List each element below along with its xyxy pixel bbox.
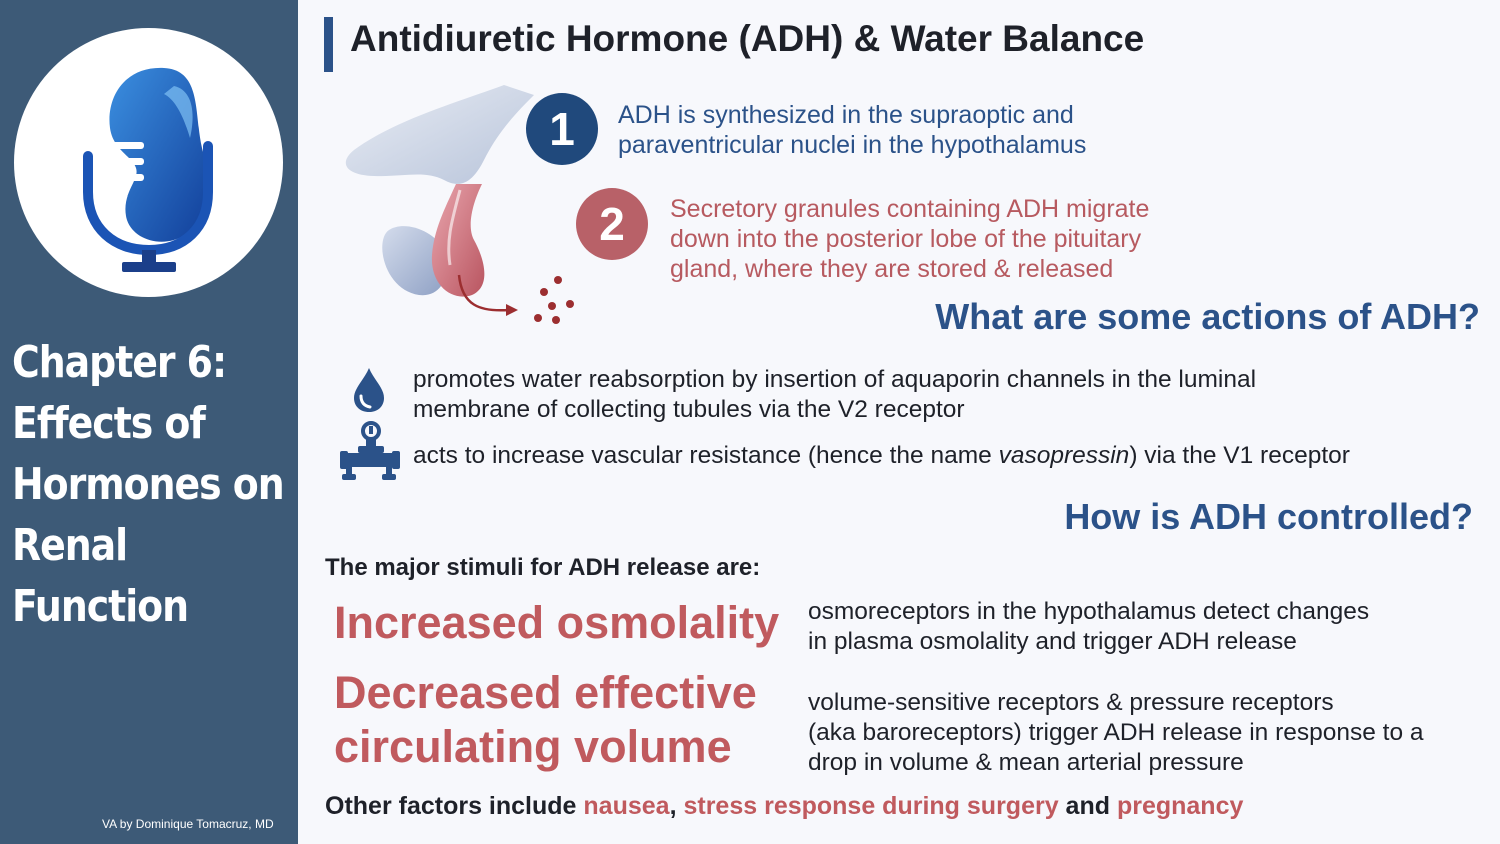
stimulus-description: volume-sensitive receptors & pressure re… [808, 688, 1424, 778]
action-text-before: acts to increase vascular resistance (he… [413, 442, 999, 469]
other-separator: and [1058, 792, 1117, 820]
other-prefix: Other factors include [325, 792, 584, 820]
actions-heading: What are some actions of ADH? [935, 296, 1480, 337]
chapter-title: Chapter 6: Effects of Hormones on Renal … [12, 332, 285, 637]
slide-content: Antidiuretic Hormone (ADH) & Water Balan… [298, 0, 1500, 844]
stimulus-desc-line: volume-sensitive receptors & pressure re… [808, 689, 1334, 716]
control-heading: How is ADH controlled? [1064, 496, 1473, 537]
factor-stress: stress response during surgery [683, 792, 1059, 820]
slide-title: Antidiuretic Hormone (ADH) & Water Balan… [350, 18, 1145, 59]
step-1-badge: 1 [526, 93, 598, 165]
step-line: down into the posterior lobe of the pitu… [670, 225, 1142, 253]
factor-nausea: nausea [583, 792, 670, 820]
action-line: membrane of collecting tubules via the V… [413, 396, 965, 423]
chapter-title-line: Renal [12, 520, 128, 571]
factor-pregnancy: pregnancy [1116, 792, 1244, 820]
action-text-after: ) via the V1 receptor [1129, 442, 1350, 469]
action-item: promotes water reabsorption by insertion… [413, 365, 1256, 425]
pituitary-gland-illustration [345, 85, 574, 324]
action-line: promotes water reabsorption by insertion… [413, 366, 1257, 393]
stimulus-desc-line: in plasma osmolality and trigger ADH rel… [808, 628, 1297, 655]
chapter-title-line: Hormones on [12, 459, 285, 510]
stimuli-intro: The major stimuli for ADH release are: [325, 554, 761, 581]
action-text-italic: vasopressin [998, 442, 1130, 469]
stimulus-label-line: Decreased effective [334, 667, 757, 718]
pipe-valve-icon [340, 421, 400, 480]
chapter-title-line: Function [12, 581, 189, 632]
kidney-microphone-icon [83, 67, 213, 272]
other-factors: Other factors include nausea, stress res… [325, 792, 1243, 821]
other-separator: , [669, 792, 684, 820]
action-item: acts to increase vascular resistance (he… [413, 441, 1350, 471]
step-line: paraventricular nuclei in the hypothalam… [618, 131, 1087, 159]
step-1-text: ADH is synthesized in the supraoptic and… [618, 100, 1086, 160]
chapter-title-line: Effects of [12, 398, 206, 449]
title-accent-bar [324, 17, 333, 72]
step-2-badge: 2 [576, 188, 648, 260]
stimulus-label-line: circulating volume [334, 721, 732, 772]
stimulus-description: osmoreceptors in the hypothalamus detect… [808, 597, 1369, 657]
step-line: ADH is synthesized in the supraoptic and [618, 101, 1074, 129]
podcast-logo [14, 28, 283, 297]
sidebar: Chapter 6: Effects of Hormones on Renal … [0, 0, 298, 844]
author-credit: VA by Dominique Tomacruz, MD [102, 817, 274, 831]
stimulus-desc-line: (aka baroreceptors) trigger ADH release … [808, 719, 1424, 746]
step-line: Secretory granules containing ADH migrat… [670, 195, 1150, 223]
water-drop-icon [354, 368, 384, 412]
chapter-title-line: Chapter 6: [12, 337, 227, 388]
step-line: gland, where they are stored & released [670, 255, 1114, 283]
action-line: acts to increase vascular resistance (he… [413, 442, 1350, 469]
stimulus-label: Increased osmolality [334, 596, 779, 650]
step-2-text: Secretory granules containing ADH migrat… [670, 194, 1149, 284]
stimulus-label: Decreased effective circulating volume [334, 666, 757, 774]
stimulus-desc-line: osmoreceptors in the hypothalamus detect… [808, 598, 1370, 625]
stimulus-desc-line: drop in volume & mean arterial pressure [808, 749, 1244, 776]
stimulus-label-line: Increased osmolality [334, 597, 780, 648]
